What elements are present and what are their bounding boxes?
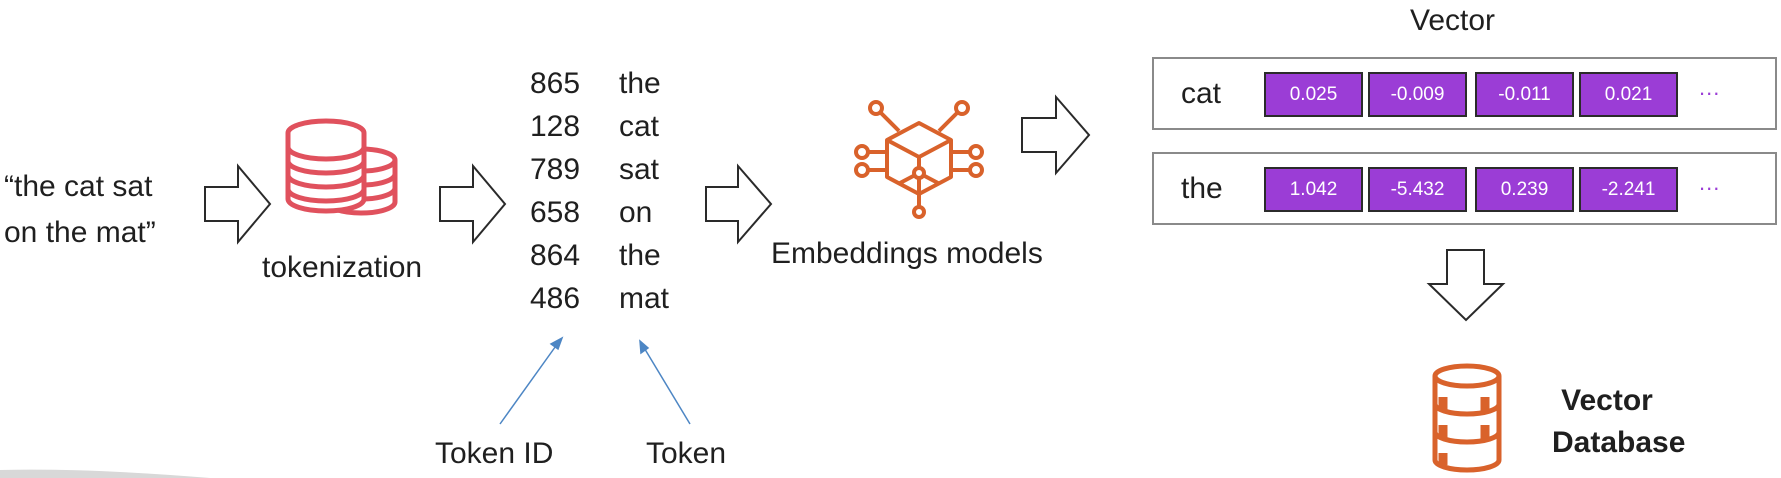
vector-ellipsis: ...	[1699, 170, 1721, 195]
vector-word: cat	[1181, 77, 1222, 110]
token-id: 128	[530, 110, 581, 143]
vector-value: -0.009	[1368, 72, 1467, 117]
vector-value: 0.239	[1475, 167, 1574, 212]
coins-icon	[285, 118, 398, 216]
vector-value: 0.025	[1264, 72, 1363, 117]
input-sentence: “the cat sat on the mat”	[4, 164, 194, 256]
vector-value: -2.241	[1579, 167, 1678, 212]
embeddings-model-icon	[854, 100, 984, 219]
vector-title: Vector	[1410, 4, 1496, 37]
token-id: 486	[530, 282, 581, 315]
vector-database-icon	[1432, 363, 1502, 473]
token-id-annotation: Token ID	[435, 437, 554, 470]
input-line-1: “the cat sat	[4, 170, 153, 203]
token-pointer-head	[639, 339, 650, 355]
flow-arrow-3	[705, 163, 773, 245]
token-annotation: Token	[646, 437, 727, 470]
token-id: 864	[530, 239, 581, 272]
vector-value: 1.042	[1264, 167, 1363, 212]
token-id: 789	[530, 153, 581, 186]
flow-arrow-4	[1021, 94, 1091, 176]
token-word: the	[619, 239, 661, 272]
token-id: 658	[530, 196, 581, 229]
vector-database-label: Vector Database	[1552, 380, 1686, 464]
vector-ellipsis: ...	[1699, 75, 1721, 100]
vector-database-line-1: Vector	[1561, 384, 1653, 417]
vector-row-cat: cat 0.025 -0.009 -0.011 0.021 ...	[1152, 57, 1777, 130]
vector-word: the	[1181, 172, 1223, 205]
vector-value: 0.021	[1579, 72, 1678, 117]
token-word: sat	[619, 153, 660, 186]
token-word: on	[619, 196, 653, 229]
vector-value: -0.011	[1475, 72, 1574, 117]
token-pointer-line	[642, 345, 691, 425]
vector-database-line-2: Database	[1552, 426, 1686, 459]
token-word: cat	[619, 110, 660, 143]
flow-arrow-1	[204, 163, 272, 245]
tokenization-label: tokenization	[262, 251, 423, 284]
flow-arrow-down	[1426, 249, 1506, 322]
vector-value: -5.432	[1368, 167, 1467, 212]
token-id: 865	[530, 67, 581, 100]
token-id-pointer-head	[549, 336, 564, 351]
slide-shadow	[0, 469, 210, 478]
token-id-pointer-line	[499, 342, 559, 425]
vector-row-the: the 1.042 -5.432 0.239 -2.241 ...	[1152, 152, 1777, 225]
token-word: mat	[619, 282, 670, 315]
embeddings-models-label: Embeddings models	[771, 237, 1043, 270]
flow-arrow-2	[439, 163, 507, 245]
token-word: the	[619, 67, 661, 100]
input-line-2: on the mat”	[4, 216, 156, 249]
